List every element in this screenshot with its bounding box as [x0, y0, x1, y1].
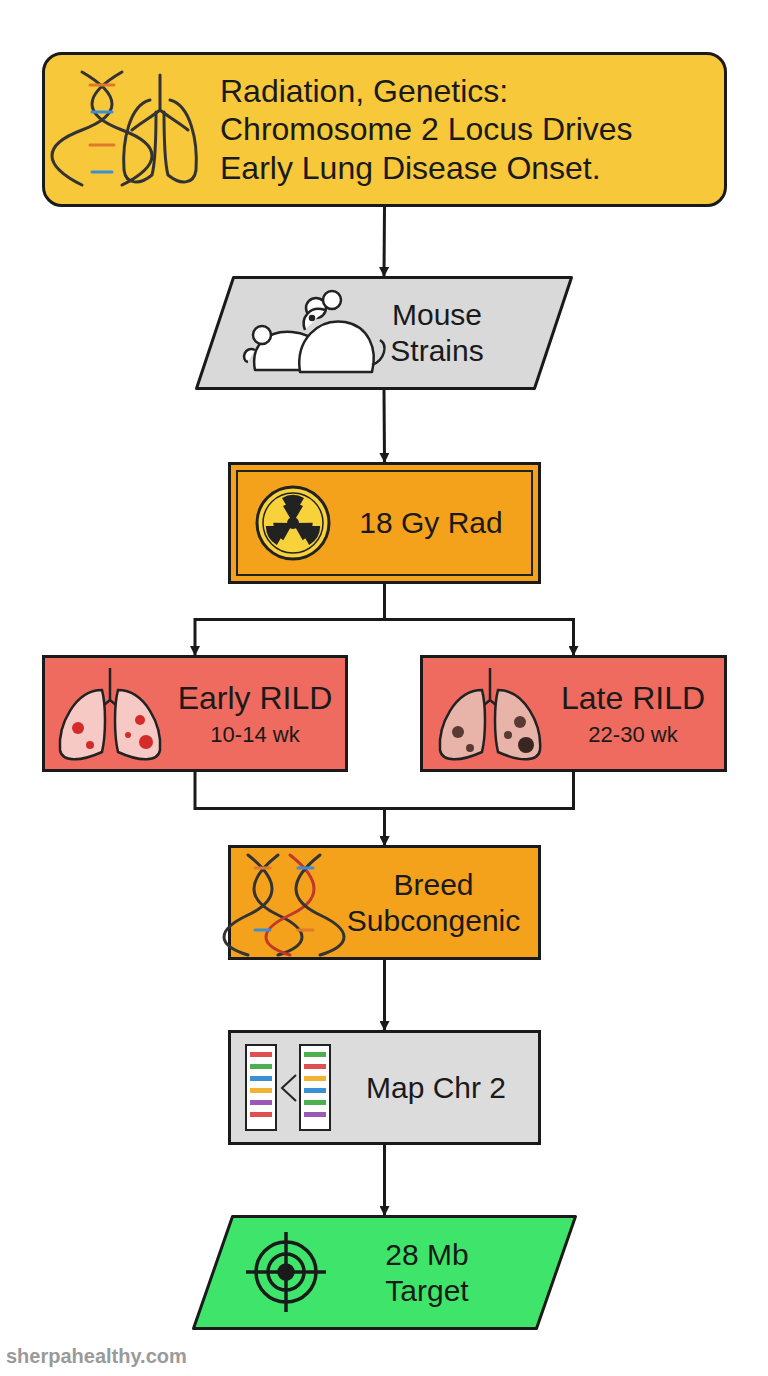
- process-box: Late RILD 22-30 wk: [420, 655, 727, 772]
- flow-arrow: [383, 390, 387, 462]
- late-lungs-icon: [440, 668, 540, 759]
- node-sublabel: 10-14 wk: [170, 722, 340, 748]
- process-box: Map Chr 2: [228, 1030, 541, 1145]
- parallelogram-shape: [197, 278, 572, 389]
- node-label: Mouse Strains: [372, 297, 502, 369]
- flow-arrow: [383, 207, 387, 276]
- text-group: Breed Subcongenic: [331, 848, 536, 957]
- text-group: Early RILD 10-14 wk: [170, 658, 340, 769]
- mice-icon: [244, 291, 384, 372]
- flow-arrow: [195, 772, 385, 845]
- text-group: Radiation, Genetics: Chromosome 2 Locus …: [220, 55, 660, 204]
- flow-arrow: [385, 584, 574, 655]
- io-parallelogram: 28 Mb Target: [192, 1215, 577, 1330]
- node-label: 18 Gy Rad: [331, 505, 531, 541]
- parallelogram-shape: [194, 1217, 576, 1329]
- process-box: 18 Gy Rad: [228, 462, 541, 584]
- radiation-icon: [257, 487, 329, 559]
- flow-arrow: [383, 960, 386, 1030]
- title-box: Radiation, Genetics: Chromosome 2 Locus …: [42, 52, 727, 207]
- flow-arrow: [195, 584, 385, 655]
- text-group: Mouse Strains: [372, 276, 502, 390]
- node-label: Early RILD: [170, 679, 340, 717]
- parallelogram-outline: [192, 1215, 577, 1330]
- process-box: Early RILD 10-14 wk: [42, 655, 348, 772]
- early-lungs-icon: [60, 668, 160, 759]
- watermark: sherpahealthy.com: [6, 1345, 187, 1368]
- flow-arrow: [383, 1145, 386, 1215]
- text-group: 18 Gy Rad: [331, 465, 531, 581]
- target-icon: [246, 1232, 326, 1312]
- text-group: Map Chr 2: [341, 1033, 531, 1142]
- flow-arrow: [385, 772, 574, 845]
- node-label: Map Chr 2: [341, 1070, 531, 1106]
- text-group: 28 Mb Target: [357, 1215, 497, 1330]
- dna-pair-icon: [224, 855, 344, 955]
- text-group: Late RILD 22-30 wk: [553, 658, 713, 769]
- node-label: Late RILD: [553, 679, 713, 717]
- parallelogram-outline: [195, 276, 573, 390]
- node-label: 28 Mb Target: [357, 1237, 497, 1309]
- sequence-panels-icon: [246, 1045, 330, 1130]
- node-label: Breed Subcongenic: [331, 867, 536, 939]
- dna-lungs-icon: [52, 72, 196, 185]
- process-box: Breed Subcongenic: [228, 845, 541, 960]
- node-sublabel: 22-30 wk: [553, 722, 713, 748]
- io-parallelogram: Mouse Strains: [195, 276, 573, 390]
- node-label: Radiation, Genetics: Chromosome 2 Locus …: [220, 72, 660, 187]
